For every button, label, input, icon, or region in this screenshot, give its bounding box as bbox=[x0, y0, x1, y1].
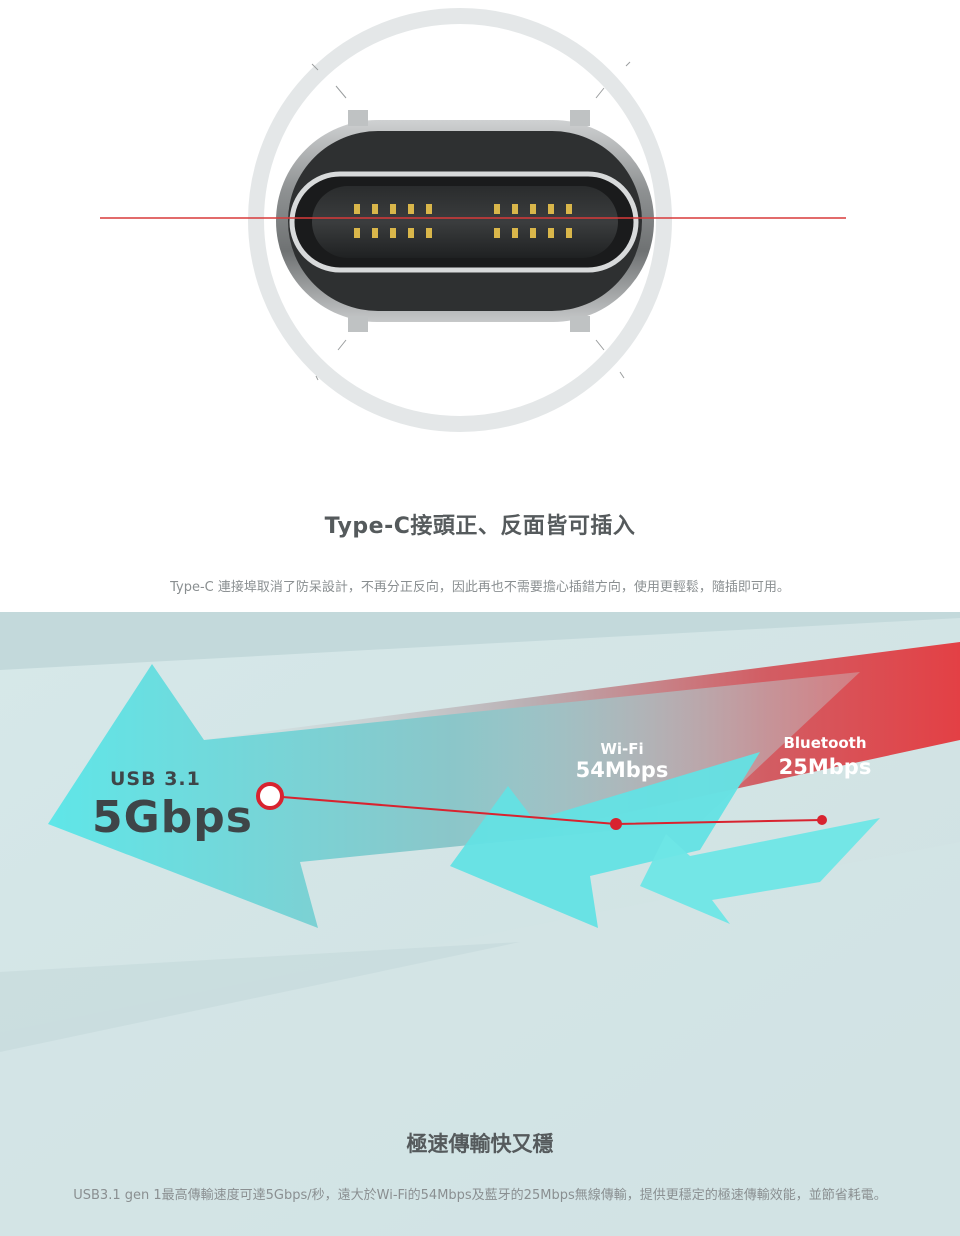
usb-label: USB 3.1 bbox=[110, 768, 201, 790]
connector-headline: Type-C接頭正、反面皆可插入 bbox=[324, 514, 636, 539]
usb-speed-arrow bbox=[48, 664, 860, 928]
speed-comparison-illustration bbox=[0, 612, 960, 1236]
usb-marker bbox=[256, 782, 284, 810]
connector-pins bbox=[354, 204, 572, 238]
bluetooth-label: Bluetooth bbox=[783, 734, 867, 752]
wifi-marker bbox=[610, 818, 622, 830]
type-c-connector-illustration bbox=[100, 8, 846, 432]
wifi-label: Wi-Fi bbox=[600, 740, 644, 758]
background-ring bbox=[248, 8, 672, 432]
speed-description: USB3.1 gen 1最高傳輸速度可達5Gbps/秒，遠大於Wi-Fi的54M… bbox=[73, 1188, 887, 1203]
bluetooth-speed-value: 25Mbps bbox=[778, 755, 872, 779]
bluetooth-speed-arrow bbox=[640, 818, 880, 924]
bluetooth-marker bbox=[817, 815, 827, 825]
wifi-speed-value: 54Mbps bbox=[575, 758, 669, 782]
alignment-tick-marks bbox=[311, 61, 631, 381]
speed-section: USB 3.1 5Gbps Wi-Fi 54Mbps Bluetooth 25M… bbox=[0, 612, 960, 1236]
usb-speed-value: 5Gbps bbox=[92, 792, 253, 843]
connector-description: Type-C 連接埠取消了防呆設計，不再分正反向，因此再也不需要擔心插錯方向，使… bbox=[170, 580, 790, 595]
speed-headline: 極速傳輸快又穩 bbox=[406, 1132, 554, 1156]
connector-section: Type-C接頭正、反面皆可插入 Type-C 連接埠取消了防呆設計，不再分正反… bbox=[0, 0, 960, 612]
wifi-speed-arrow bbox=[450, 752, 760, 928]
